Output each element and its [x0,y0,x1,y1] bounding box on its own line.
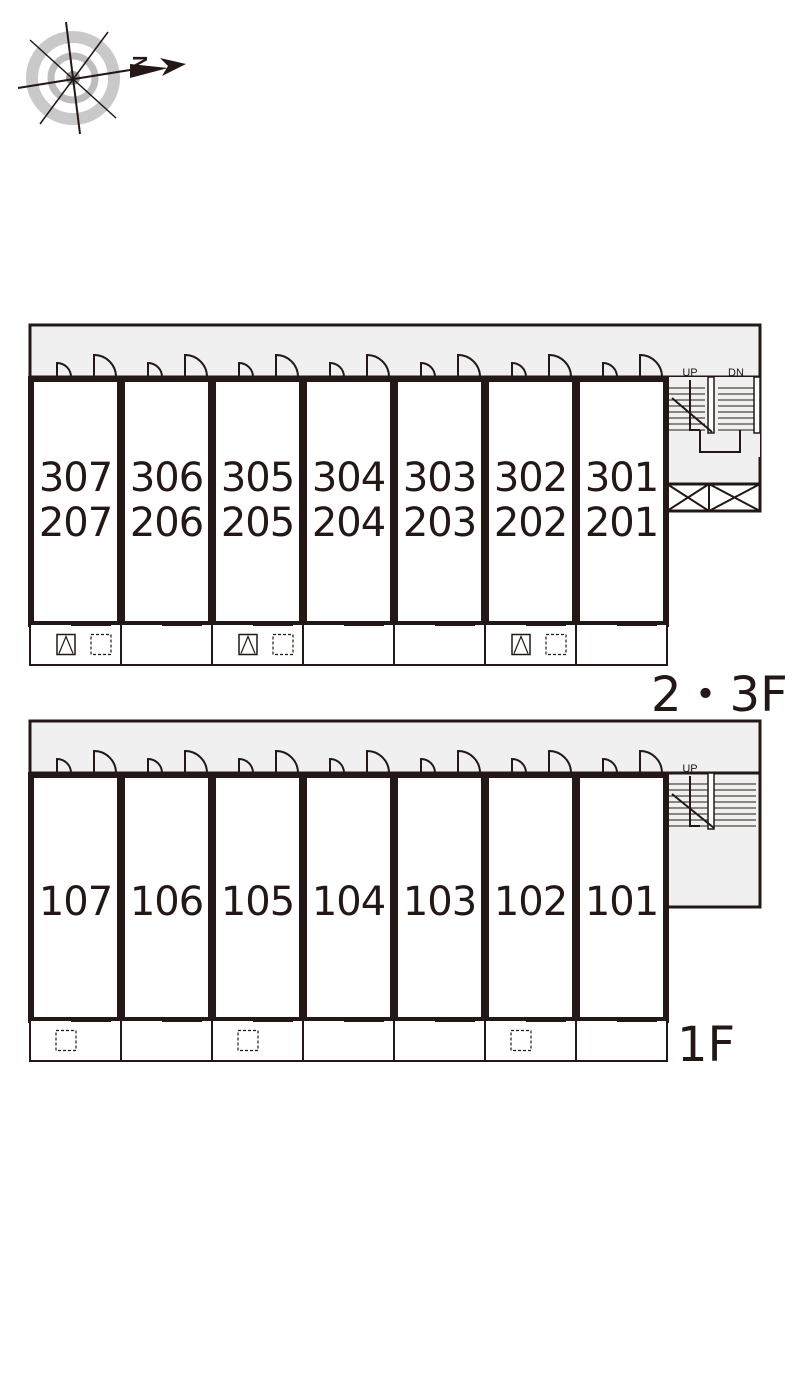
compass-icon: N [17,21,186,135]
door-icon [184,749,208,774]
door-icon [93,749,117,774]
door-icon [366,749,390,774]
meter-box-icon [511,633,531,656]
ground-floor-plan: UP 107 106 105 104 103 102 101 1F [28,719,762,1073]
floor-label-ground: 1F [677,1017,735,1073]
balcony [484,623,577,666]
balcony [29,623,122,666]
balcony [211,623,304,666]
balcony [575,623,668,666]
balcony [575,1019,668,1062]
door-icon [457,749,481,774]
unit-number: 106 [130,879,203,925]
door-icon [602,757,618,774]
unit-number-lower: 202 [494,500,567,546]
ac-unit-icon [510,1029,532,1052]
door-icon [511,361,527,378]
unit-number-upper: 307 [39,455,112,501]
ac-unit-icon [272,633,294,656]
unit-number-upper: 303 [403,455,476,501]
ac-unit-icon [55,1029,77,1052]
unit-number: 107 [39,879,112,925]
meter-box-icon [238,633,258,656]
unit-room: 101 [574,749,669,1023]
upper-floor-plan: UP DN 3072073062063052053042043032033022… [28,323,788,723]
door-icon [639,749,663,774]
unit-number-lower: 207 [39,500,112,546]
unit-number-upper: 302 [494,455,567,501]
unit-number: 101 [585,879,658,925]
staircase-ground: UP [668,763,756,830]
balcony [29,1019,122,1062]
door-icon [238,757,254,774]
door-icon [548,749,572,774]
door-icon [275,749,299,774]
unit-number-upper: 304 [312,455,385,501]
unit-number-upper: 301 [585,455,658,501]
unit-number: 102 [494,879,567,925]
stair-up-label: UP [682,367,697,379]
door-icon [329,361,345,378]
balcony [211,1019,304,1062]
door-icon [184,353,208,378]
door-icon [147,757,163,774]
ac-unit-icon [545,633,567,656]
unit-number: 103 [403,879,476,925]
door-icon [420,361,436,378]
unit-number: 105 [221,879,294,925]
staircase-upper: UP DN [667,367,761,457]
door-icon [639,353,663,378]
unit-number-lower: 206 [130,500,203,546]
unit-number-lower: 201 [585,500,658,546]
balcony [393,623,486,666]
unit-room: 103 [392,749,487,1023]
door-icon [329,757,345,774]
balcony [120,1019,213,1062]
unit-number-upper: 305 [221,455,294,501]
door-icon [147,361,163,378]
door-icon [93,353,117,378]
ac-unit-icon [90,633,112,656]
unit-room: 105 [210,749,305,1023]
balcony [393,1019,486,1062]
door-icon [275,353,299,378]
balcony [484,1019,577,1062]
balcony [120,623,213,666]
storage-box [665,482,762,513]
stair-down-label: DN [728,367,744,379]
door-icon [366,353,390,378]
door-icon [457,353,481,378]
unit-room: 102 [483,749,578,1023]
door-icon [602,361,618,378]
compass-north-label: N [130,56,152,70]
unit-number-lower: 203 [403,500,476,546]
stair-up-label-ground: UP [682,763,697,775]
unit-number: 104 [312,879,385,925]
balcony [302,1019,395,1062]
unit-number-lower: 204 [312,500,385,546]
balcony [302,623,395,666]
unit-room: 107 [28,749,123,1023]
door-icon [56,361,72,378]
unit-number-upper: 306 [130,455,203,501]
meter-box-icon [56,633,76,656]
door-icon [56,757,72,774]
unit-room: 104 [301,749,396,1023]
door-icon [420,757,436,774]
door-icon [511,757,527,774]
ac-unit-icon [237,1029,259,1052]
door-icon [238,361,254,378]
unit-room: 106 [119,749,214,1023]
unit-number-lower: 205 [221,500,294,546]
door-icon [548,353,572,378]
floor-label-upper: 2・3F [651,667,788,723]
